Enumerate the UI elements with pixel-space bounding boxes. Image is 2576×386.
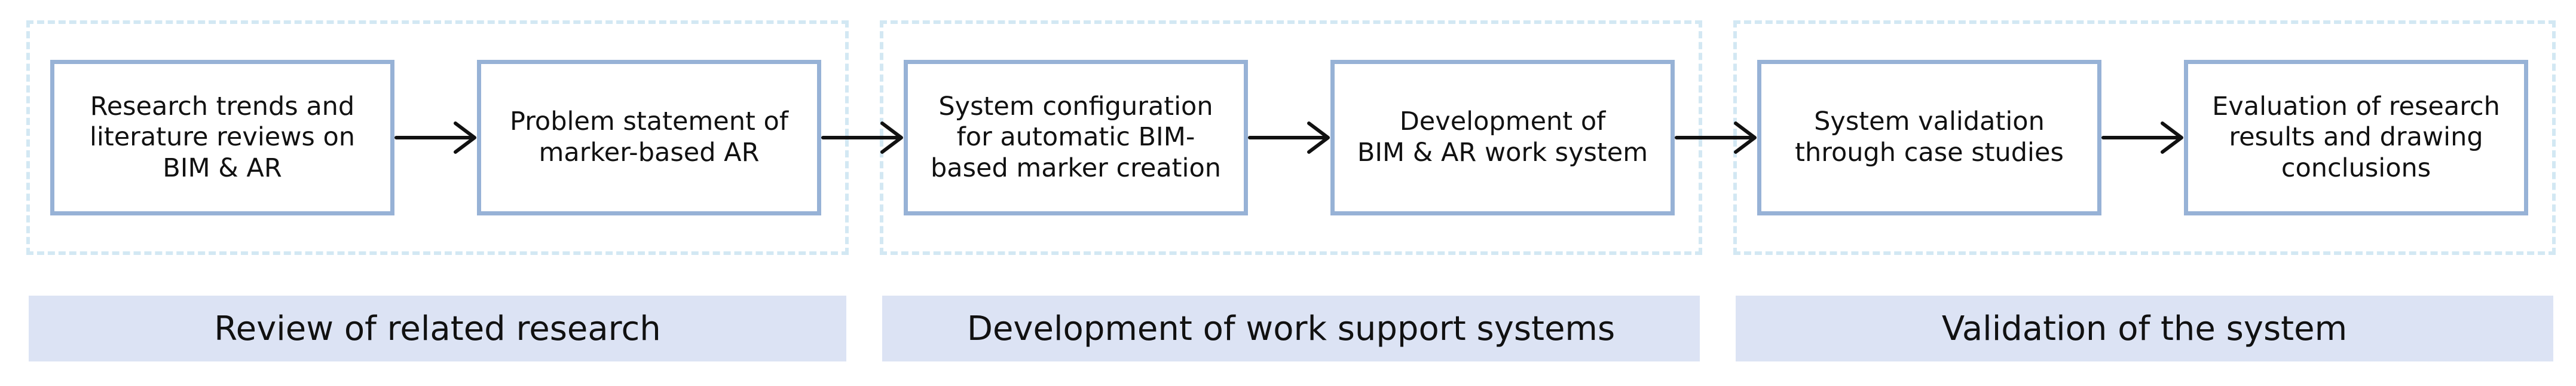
step-box-problem-statement: Problem statement of marker-based AR bbox=[477, 60, 821, 215]
step-box-evaluation: Evaluation of research results and drawi… bbox=[2184, 60, 2528, 215]
step-text-problem-statement: Problem statement of marker-based AR bbox=[510, 107, 788, 168]
phase-label-review: Review of related research bbox=[29, 296, 846, 361]
arrow-configuration-to-development bbox=[1248, 121, 1330, 154]
step-text-research-trends: Research trends and literature reviews o… bbox=[89, 91, 356, 183]
step-box-system-configuration: System configuration for automatic BIM- … bbox=[904, 60, 1248, 215]
step-box-research-trends: Research trends and literature reviews o… bbox=[50, 60, 394, 215]
arrow-development-to-validation bbox=[1675, 121, 1757, 154]
phase-label-development: Development of work support systems bbox=[882, 296, 1700, 361]
step-box-work-system-development: Development of BIM & AR work system bbox=[1330, 60, 1675, 215]
step-text-work-system-development: Development of BIM & AR work system bbox=[1357, 107, 1648, 168]
step-text-evaluation: Evaluation of research results and drawi… bbox=[2212, 91, 2500, 183]
arrow-problem-to-configuration bbox=[821, 121, 903, 154]
arrow-research-to-problem bbox=[394, 121, 476, 154]
arrow-validation-to-evaluation bbox=[2101, 121, 2183, 154]
step-box-system-validation: System validation through case studies bbox=[1757, 60, 2101, 215]
step-text-system-configuration: System configuration for automatic BIM- … bbox=[930, 91, 1222, 183]
step-text-system-validation: System validation through case studies bbox=[1795, 107, 2064, 168]
phase-label-validation: Validation of the system bbox=[1736, 296, 2553, 361]
